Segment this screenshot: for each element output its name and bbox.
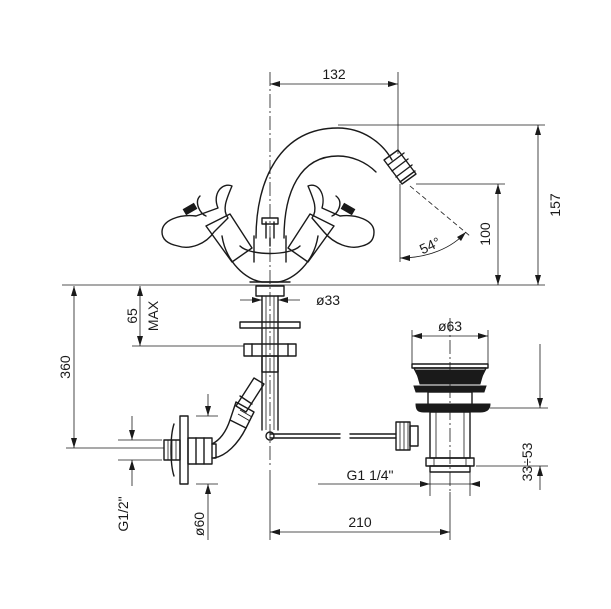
dim-o63-label: ø63 (438, 318, 462, 334)
dim-o63 (411, 330, 489, 364)
mounting-shank (239, 285, 301, 431)
dim-65-label: 65 (124, 308, 140, 324)
dim-157 (338, 124, 545, 285)
pop-up-rod (265, 421, 419, 451)
dim-65-max (132, 286, 244, 347)
waste-drain (411, 363, 491, 473)
dim-360-label: 360 (57, 355, 73, 379)
dim-angle-label: 54° (417, 234, 443, 257)
dim-o33-label: ø33 (316, 292, 340, 308)
dim-max-label: MAX (145, 300, 161, 331)
dim-210 (269, 470, 451, 540)
dim-o60-label: ø60 (191, 512, 207, 536)
dim-132 (270, 72, 399, 154)
dim-g114-label: G1 1/4" (347, 467, 394, 483)
faucet-body (221, 217, 319, 283)
dim-o33 (240, 297, 300, 303)
dim-angle (399, 184, 471, 262)
supply-hose (211, 377, 265, 459)
right-cross-handle (287, 184, 375, 263)
dim-g114 (318, 470, 480, 496)
wall-stop-valve (163, 415, 217, 485)
dim-157-label: 157 (547, 193, 563, 217)
dim-100-label: 100 (477, 222, 493, 246)
dim-o60 (196, 394, 218, 540)
dim-360 (66, 286, 164, 449)
dim-g12-label: G1/2" (115, 496, 131, 531)
dim-33-53-label: 33÷53 (519, 442, 535, 481)
spout-nozzle (383, 149, 417, 185)
left-cross-handle (161, 184, 253, 263)
dim-132-label: 132 (322, 66, 346, 82)
dim-g12 (118, 416, 162, 486)
spout (255, 127, 417, 239)
dim-210-label: 210 (348, 514, 372, 530)
dim-100 (416, 183, 505, 285)
dim-33-53 (476, 344, 548, 490)
